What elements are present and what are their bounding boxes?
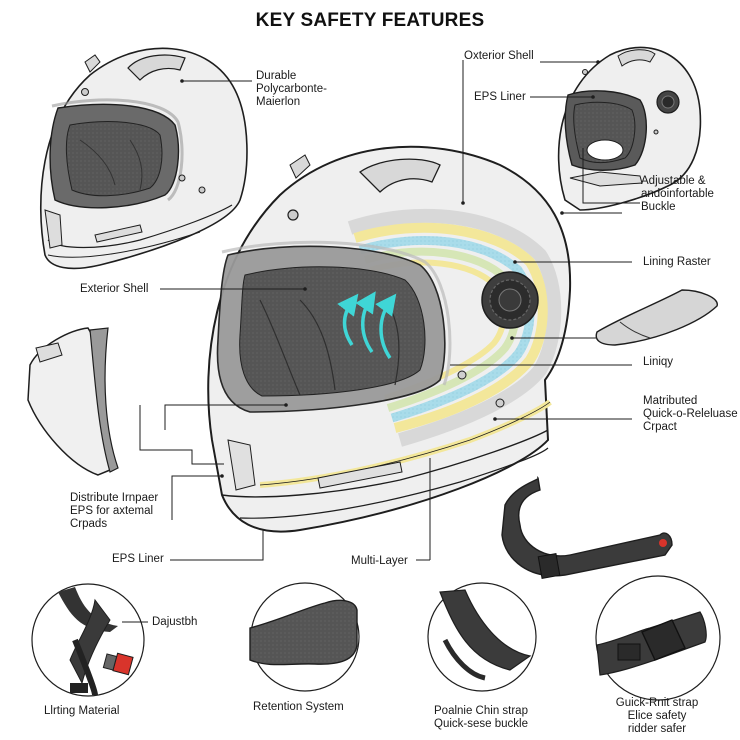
caption-retention-system: Retention System — [253, 701, 344, 713]
label-oxterior-shell: Oxterior Shell — [464, 50, 534, 62]
caption-lining-material: Llrting Material — [44, 705, 120, 717]
lining-pad-icon — [595, 289, 718, 346]
page-title: KEY SAFETY FEATURES — [255, 10, 485, 31]
caption-quick-release-strap: Guick-Rnit strap Elice safety ridder saf… — [615, 697, 699, 735]
caption-chin-strap: Poalnie Chin strap Quick-sese buckle — [434, 705, 528, 730]
detail-chin-strap — [427, 582, 537, 692]
helmet-cutaway-icon — [139, 60, 632, 561]
label-exterior-shell: Exterior Shell — [80, 283, 149, 295]
cheek-pad-icon — [27, 327, 119, 476]
label-durable-material: Durable Polycarbonte- Maierlon — [256, 70, 327, 108]
label-liniqy: Liniqy — [643, 356, 674, 368]
label-eps-liner-bottom: EPS Liner — [112, 553, 164, 565]
label-multi-layer: Multi-Layer — [351, 555, 408, 567]
detail-lining-material — [31, 583, 148, 697]
chin-strap-icon — [501, 475, 673, 579]
label-adjustable-buckle: Adjustable & andoinfortable Buckle — [641, 175, 714, 213]
detail-retention-system — [249, 582, 360, 692]
label-matributed: Matributed Quick-o-Releluase Crpact — [643, 395, 738, 433]
detail-quick-release-strap — [595, 575, 721, 701]
label-lining-raster: Lining Raster — [643, 256, 711, 268]
label-eps-liner-top: EPS Liner — [474, 91, 526, 103]
label-dajustbh: Dajustbh — [152, 616, 198, 628]
helmet-front-view-icon — [39, 47, 252, 270]
helmet-open-view-icon — [530, 46, 702, 215]
label-distribute-impaer: Distribute Irnpaer EPS for axtemal Crpad… — [70, 492, 159, 530]
